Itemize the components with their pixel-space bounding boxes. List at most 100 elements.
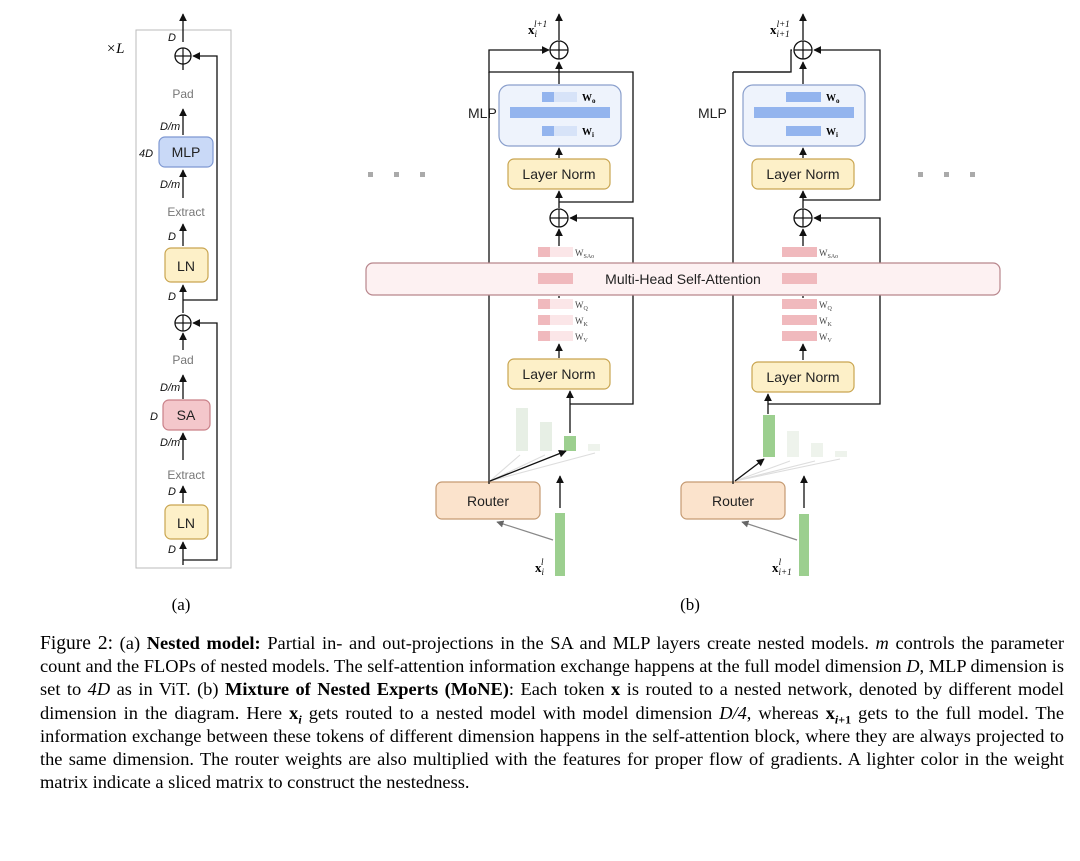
dim-label: D/m bbox=[160, 121, 180, 133]
pad-label-top: Pad bbox=[172, 87, 193, 101]
ln-label-top: LN bbox=[177, 258, 195, 274]
router-bar-left-1 bbox=[516, 408, 528, 451]
caption-text: is routed to a nested network, denoted b… bbox=[40, 679, 1064, 723]
layer-norm-label-right-top: Layer Norm bbox=[766, 166, 839, 182]
weight-wq-label-right: WQ bbox=[819, 300, 833, 312]
token-in-right: xi+1l bbox=[772, 557, 792, 577]
sa-label: SA bbox=[177, 407, 196, 423]
weight-wi-label-left: Wi bbox=[582, 127, 594, 139]
router-bar-left-2 bbox=[540, 422, 552, 451]
dim-label: D bbox=[150, 411, 158, 423]
layer-norm-label-right-bottom: Layer Norm bbox=[766, 369, 839, 385]
dim-label: D bbox=[168, 231, 176, 243]
mlp-label-right: MLP bbox=[698, 105, 727, 121]
dim-label: D bbox=[168, 291, 176, 303]
dim-label: D bbox=[168, 486, 176, 498]
panel-b: xil+1 MLP Wo Wi Layer Norm bbox=[365, 13, 1001, 614]
weight-wv-right bbox=[782, 331, 817, 341]
weight-wsa-label-left: WSAo bbox=[575, 248, 594, 260]
weight-wi-right bbox=[786, 126, 821, 136]
repeat-label: ×L bbox=[106, 41, 124, 57]
caption-text: gets routed to a nested model with model… bbox=[308, 702, 713, 723]
var-x: x bbox=[611, 679, 621, 700]
layer-norm-left-bottom bbox=[507, 358, 611, 390]
weight-wo-left-dark bbox=[542, 92, 554, 102]
figure-caption: Figure 2: (a) Nested model: Partial in- … bbox=[40, 632, 1064, 794]
part-b-label: (b) bbox=[197, 679, 219, 700]
var-xi1: xi+1 bbox=[825, 702, 852, 727]
ln-label-bottom: LN bbox=[177, 515, 195, 531]
column-right: xi+1l+1 MLP Wo Wi Layer Norm WSAo bbox=[680, 13, 881, 577]
weight-wsa-left-dark bbox=[538, 247, 550, 257]
ellipsis-left bbox=[368, 172, 425, 177]
token-in-left: xil bbox=[535, 557, 545, 577]
weight-wq-label-left: WQ bbox=[575, 300, 589, 312]
layer-norm-right-top bbox=[751, 158, 855, 190]
var-d: D bbox=[906, 656, 920, 677]
layer-norm-label-left-top: Layer Norm bbox=[522, 166, 595, 182]
weight-wk-label-right: WK bbox=[819, 316, 833, 328]
dim-label: D bbox=[168, 544, 176, 556]
weight-wk-label-left: WK bbox=[575, 316, 589, 328]
mlp-block-a bbox=[158, 136, 214, 168]
caption-text: , MLP dimension is set to bbox=[40, 656, 1064, 700]
dim-label: D/m bbox=[160, 179, 180, 191]
router-bar-right-2 bbox=[787, 431, 799, 457]
caption-text: , whereas bbox=[746, 702, 819, 723]
weight-wi-label-right: Wi bbox=[826, 127, 838, 139]
router-bar-right-1 bbox=[763, 415, 775, 457]
caption-text: controls the parameter count and the FLO… bbox=[40, 633, 1064, 677]
router-bar-right-3 bbox=[811, 443, 823, 457]
weight-wsa-left-light bbox=[550, 247, 573, 257]
frac-d4: D/4 bbox=[719, 702, 747, 723]
weight-wq-left-dark bbox=[538, 299, 550, 309]
router-bar-left-3 bbox=[564, 436, 576, 451]
panel-b-caption: (b) bbox=[680, 595, 700, 614]
weight-wk-right bbox=[782, 315, 817, 325]
mlp-label-left: MLP bbox=[468, 105, 497, 121]
weight-wq-right bbox=[782, 299, 817, 309]
dim-label: D/m bbox=[160, 382, 180, 394]
var-4d: 4D bbox=[87, 679, 111, 700]
weight-wsa-label-right: WSAo bbox=[819, 248, 838, 260]
nested-model-title: Nested model: bbox=[146, 633, 261, 653]
layer-norm-label-left-bottom: Layer Norm bbox=[522, 366, 595, 382]
caption-text: gets to the full model. The information … bbox=[40, 702, 1064, 793]
figure-label: Figure 2: bbox=[40, 633, 114, 654]
caption-text: : Each token bbox=[508, 679, 605, 700]
layer-norm-left-top bbox=[507, 158, 611, 190]
extract-label-bottom: Extract bbox=[167, 468, 205, 482]
token-in-right-bar bbox=[799, 514, 809, 576]
ln-block-top bbox=[164, 247, 209, 283]
msa-block bbox=[365, 262, 1001, 296]
var-xi: xi bbox=[289, 702, 302, 727]
layer-norm-right-bottom bbox=[751, 361, 855, 393]
var-m: m bbox=[875, 633, 889, 653]
panel-a: ×L Pad MLP Extract LN Pad SA Extract LN bbox=[106, 13, 232, 614]
weight-wi-left-light bbox=[554, 126, 577, 136]
caption-text: Partial in- and out-projections in the S… bbox=[267, 633, 869, 653]
panel-a-caption: (a) bbox=[172, 595, 191, 614]
weight-wk-left-dark bbox=[538, 315, 550, 325]
weight-mlp-left bbox=[510, 107, 610, 118]
weight-wv-label-right: WV bbox=[819, 332, 833, 344]
weight-wsa-right bbox=[782, 247, 817, 257]
pad-label-bottom: Pad bbox=[172, 353, 193, 367]
token-in-left-bar bbox=[555, 513, 565, 576]
dim-label: D bbox=[168, 32, 176, 44]
caption-text: as in ViT. bbox=[116, 679, 191, 700]
router-bar-left-4 bbox=[588, 444, 600, 451]
router-label-right: Router bbox=[712, 493, 754, 509]
weight-wo-right bbox=[786, 92, 821, 102]
dim-label: D/m bbox=[160, 437, 180, 449]
extract-label-top: Extract bbox=[167, 205, 205, 219]
weight-wv-label-left: WV bbox=[575, 332, 589, 344]
router-box-left bbox=[435, 481, 541, 520]
part-a-label: (a) bbox=[119, 633, 141, 653]
token-out-right: xi+1l+1 bbox=[770, 19, 790, 39]
weight-mlp-right bbox=[754, 107, 854, 118]
msa-weight-right bbox=[782, 273, 817, 284]
weight-wv-left-dark bbox=[538, 331, 550, 341]
mlp-label-a: MLP bbox=[172, 144, 201, 160]
sa-block bbox=[162, 399, 211, 431]
